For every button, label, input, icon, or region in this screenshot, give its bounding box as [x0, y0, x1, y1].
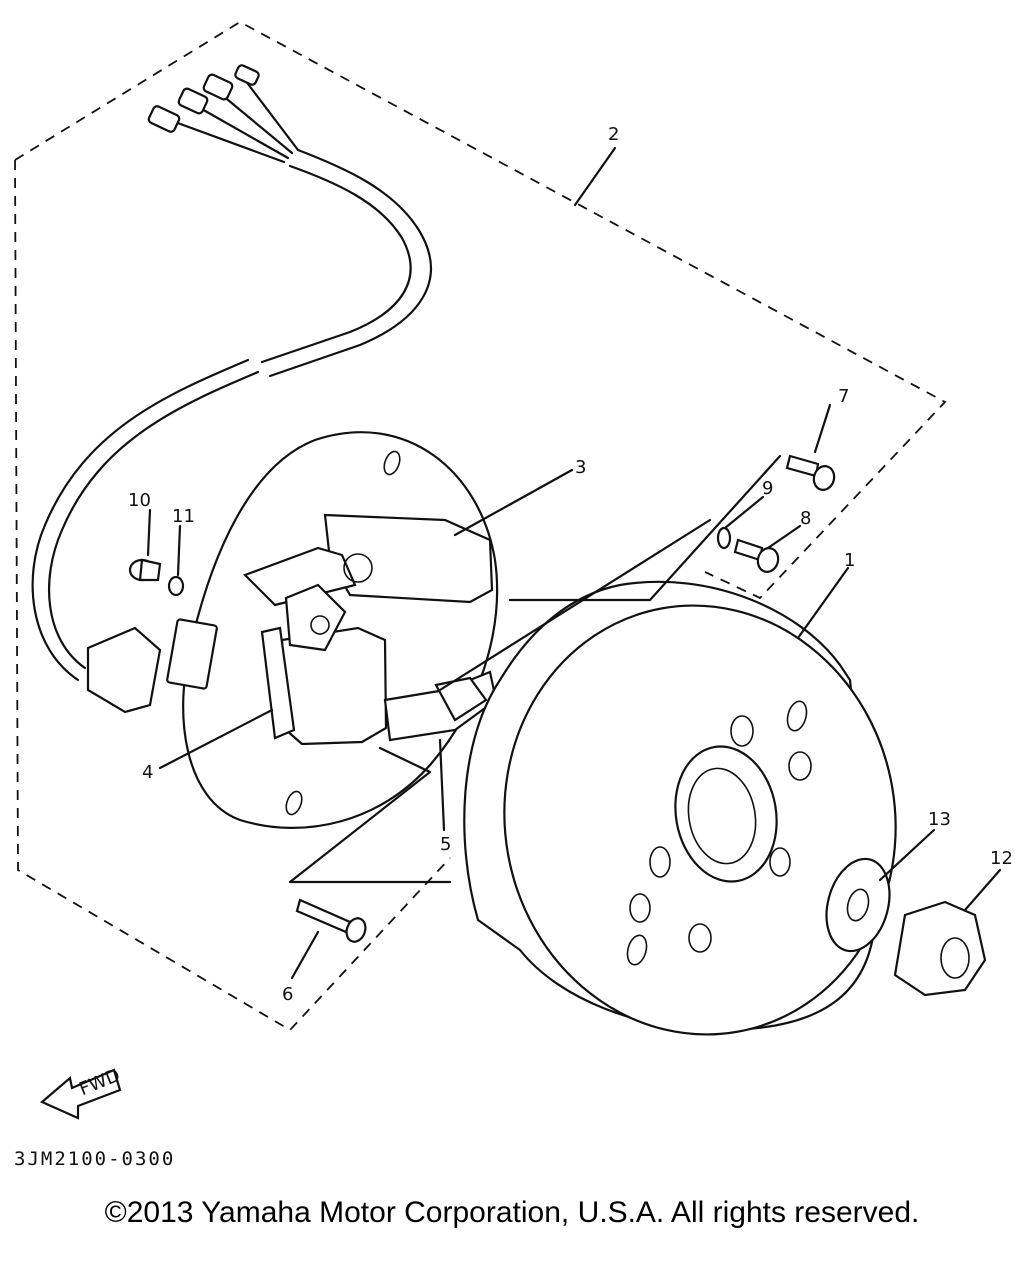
assembly-boundary-upper — [14, 20, 947, 600]
screw-6 — [295, 898, 367, 943]
wire-harness — [31, 64, 432, 714]
drawing-code: 3JM2100-0300 — [14, 1148, 176, 1170]
part-label-8: 8 — [800, 508, 811, 529]
screw-10 — [128, 558, 162, 582]
copyright-notice: ©2013 Yamaha Motor Corporation, U.S.A. A… — [104, 1196, 920, 1229]
flywheel-rotor — [463, 580, 897, 1036]
nut — [893, 900, 987, 997]
leader-lines — [146, 146, 1002, 980]
part-label-4: 4 — [142, 762, 153, 783]
forward-arrow-icon: FWD — [39, 1065, 123, 1120]
part-label-12: 12 — [990, 848, 1013, 869]
pickup-coil — [383, 670, 498, 742]
part-label-9: 9 — [762, 478, 773, 499]
part-label-5: 5 — [440, 834, 451, 855]
assembly-boundary-left — [14, 159, 451, 1032]
part-label-6: 6 — [282, 984, 293, 1005]
lock-washer-9 — [716, 526, 732, 550]
washer-hole — [846, 888, 870, 922]
part-label-3: 3 — [575, 457, 586, 478]
part-label-1: 1 — [844, 550, 855, 571]
washer — [825, 857, 891, 953]
washer-11 — [167, 575, 185, 597]
charge-coil — [260, 583, 388, 746]
part-label-7: 7 — [838, 386, 849, 407]
screw-8 — [733, 538, 780, 573]
source-coil — [243, 513, 494, 607]
screw-7 — [785, 454, 836, 491]
part-label-2: 2 — [608, 124, 619, 145]
part-label-13: 13 — [928, 809, 951, 830]
part-label-10: 10 — [128, 490, 151, 511]
part-label-11: 11 — [172, 506, 195, 527]
